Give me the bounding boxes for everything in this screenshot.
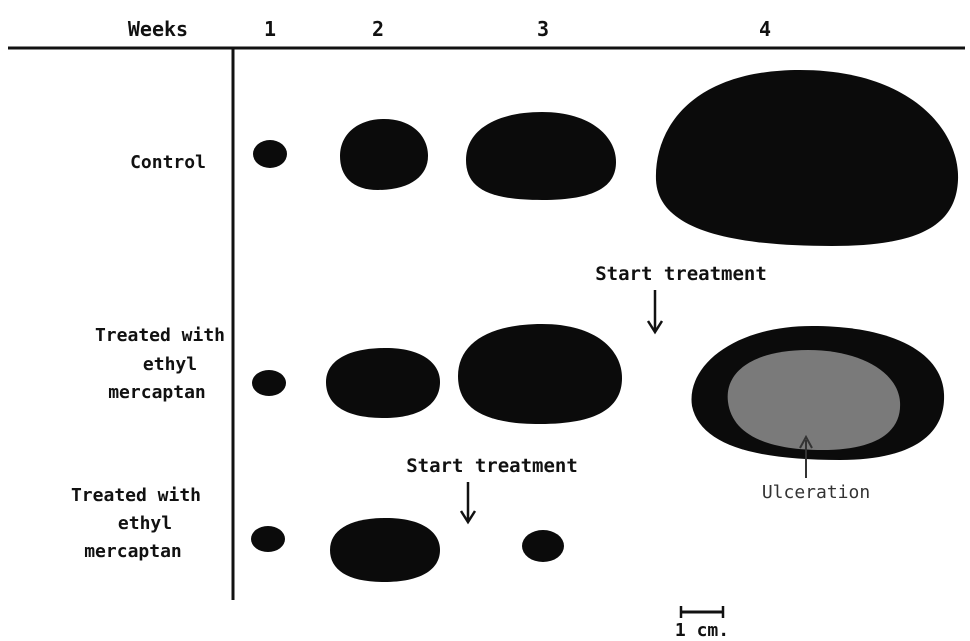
control-week1-tumor — [253, 140, 287, 168]
weeks-header-label: Weeks — [128, 17, 188, 41]
week-4-label: 4 — [759, 17, 771, 41]
week-3-label: 3 — [537, 17, 549, 41]
row-treated-a-label-line1: Treated with — [95, 325, 225, 346]
row-treated-a-label-line3: mercaptan — [108, 382, 206, 403]
row-treated-a-label-line2: ethyl — [143, 354, 197, 375]
row-treated-b-label-line1: Treated with — [71, 485, 201, 506]
treated-a-week3-tumor — [458, 324, 622, 424]
treated-b-week2-tumor — [330, 518, 440, 582]
row-treated-b-label-line2: ethyl — [118, 513, 172, 534]
treated-b-week3-tumor — [522, 530, 564, 562]
control-week4-tumor — [656, 70, 958, 246]
treated-b-week1-tumor — [251, 526, 285, 552]
row-control-label: Control — [130, 152, 206, 173]
week-2-label: 2 — [372, 17, 384, 41]
start-treatment-label-row2: Start treatment — [595, 263, 767, 285]
row-treated-b-label-line3: mercaptan — [84, 541, 182, 562]
scale-bar-label: 1 cm. — [675, 620, 729, 641]
ulceration-label: Ulceration — [762, 482, 870, 503]
week-1-label: 1 — [264, 17, 276, 41]
treated-a-week1-tumor — [252, 370, 286, 396]
start-treatment-label-row3: Start treatment — [406, 455, 578, 477]
control-week2-tumor — [340, 119, 428, 190]
treated-a-week2-tumor — [326, 348, 440, 418]
control-week3-tumor — [466, 112, 616, 200]
